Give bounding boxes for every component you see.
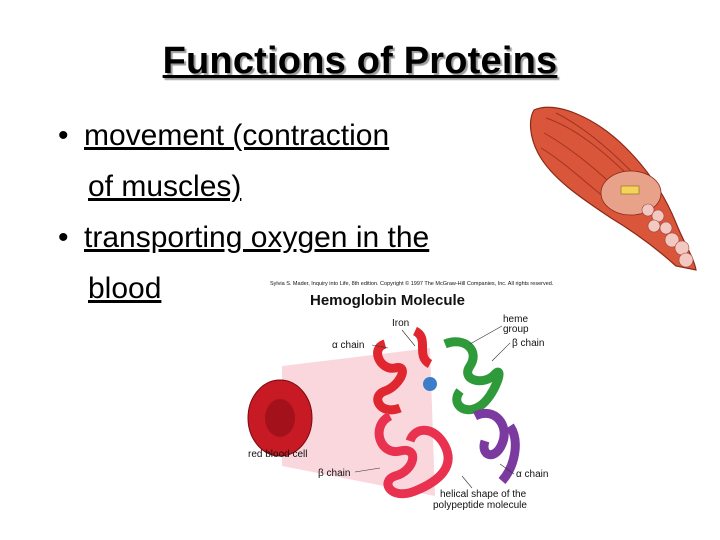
label-beta-right: β chain	[512, 338, 544, 349]
heme-icon	[423, 377, 437, 391]
beta-chain-pink	[374, 411, 453, 499]
label-beta-left: β chain	[318, 468, 350, 479]
pointer-lines	[354, 325, 515, 489]
hemoglobin-figure: Sylvia S. Mader, Inquiry into Life, 8th …	[247, 280, 554, 511]
label-helical-1: helical shape of the	[440, 489, 527, 500]
bullet-2-line-1: • transporting oxygen in the	[58, 212, 528, 263]
bullet-1-text-1: movement (contraction	[84, 119, 390, 152]
label-heme-2: group	[503, 324, 529, 335]
label-red-blood-cell: red blood cell	[248, 449, 307, 460]
alpha-chain-purple	[472, 408, 520, 484]
label-helical-2: polypeptide molecule	[433, 500, 527, 511]
label-iron: Iron	[392, 318, 409, 329]
figure-title: Hemoglobin Molecule	[310, 292, 465, 309]
muscle-illustration	[529, 106, 697, 271]
bullet-list: • movement (contraction of muscles) • tran…	[58, 110, 528, 314]
bullet-1-line-1: • movement (contraction	[58, 110, 528, 161]
label-alpha-right: α chain	[516, 469, 548, 480]
beta-chain-green	[443, 337, 504, 415]
bullet-2-text-1: transporting oxygen in the	[84, 221, 430, 254]
alpha-chain-red	[373, 326, 433, 415]
bullet-marker: •	[58, 221, 69, 254]
bullet-marker: •	[58, 119, 69, 152]
bullet-1-line-2: of muscles)	[58, 161, 528, 212]
red-blood-cell-center	[265, 399, 295, 437]
slide-title: Functions of Proteins	[162, 40, 558, 82]
label-heme-1: heme	[503, 314, 528, 325]
label-alpha-left: α chain	[332, 340, 364, 351]
bullet-2-text-2: blood	[88, 272, 162, 305]
bullet-2-line-2: blood	[58, 263, 528, 314]
bullet-1-text-2: of muscles)	[88, 170, 242, 203]
figure-credit: Sylvia S. Mader, Inquiry into Life, 8th …	[270, 280, 554, 287]
